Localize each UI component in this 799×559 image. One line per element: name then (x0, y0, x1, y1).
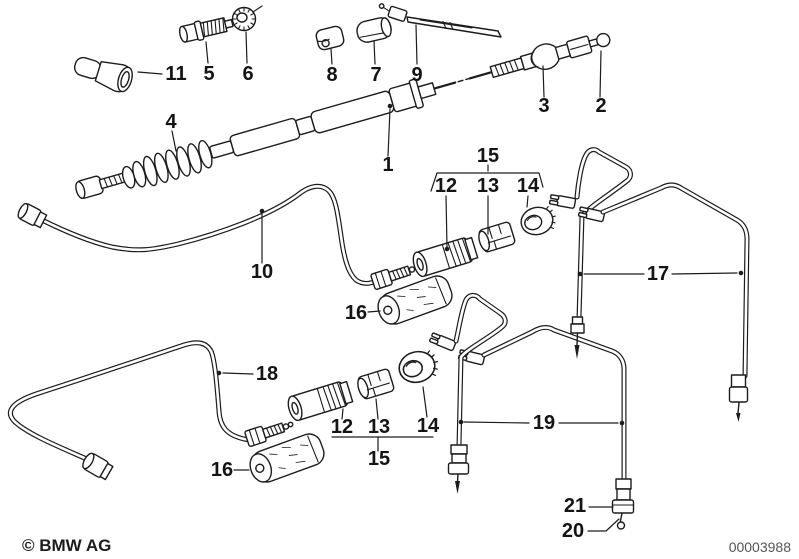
part-label-11: 11 (165, 63, 186, 85)
part-label-10: 10 (251, 261, 273, 283)
cable-17-left-connector (548, 193, 577, 210)
cable-19-left-connector (428, 331, 457, 352)
part-label-13-upper: 13 (477, 175, 499, 197)
cable-1-assembly (75, 32, 611, 199)
cable-19-left (428, 292, 508, 494)
cable-17-left (548, 147, 633, 334)
part-2-nipple-end (554, 32, 611, 60)
part-14-upper-ring-nut (517, 202, 560, 239)
part-20-ball-nipple (616, 512, 626, 530)
part-label-8: 8 (326, 64, 337, 86)
part-label-6: 6 (242, 63, 253, 85)
copyright-notice: © BMW AG (22, 536, 111, 555)
part-4-spring-assembly (75, 139, 213, 199)
part-label-3: 3 (538, 95, 549, 117)
image-number: 00003988 (729, 539, 792, 555)
part-label-13-lower: 13 (368, 416, 390, 438)
part-label-5: 5 (203, 63, 214, 85)
part-label-12-lower: 12 (331, 416, 353, 438)
part-label-21: 21 (564, 495, 586, 517)
part-11-rubber-boot (73, 56, 133, 93)
part-label-14-lower: 14 (417, 415, 440, 437)
part-6-knurled-nut (231, 5, 263, 32)
part-12-upper-barrel (409, 234, 479, 279)
part-label-18: 18 (256, 363, 278, 385)
part-label-2: 2 (595, 95, 606, 117)
part-7-sleeve (356, 17, 392, 43)
part-5-adjusting-screw (178, 17, 234, 43)
part-13-upper-sleeve (475, 220, 517, 254)
part-label-19: 19 (533, 412, 555, 434)
cable-1-threaded-end (489, 52, 537, 79)
part-label-20: 20 (562, 520, 584, 542)
part-9-cable-strap (378, 3, 502, 38)
part-label-14-upper: 14 (517, 175, 540, 197)
part-label-1: 1 (382, 154, 393, 176)
callout-leader-lines (137, 24, 744, 532)
cable-17-right (577, 182, 750, 422)
cable-17-left-wire-tip (574, 332, 580, 359)
cable-18 (7, 340, 296, 481)
part-label-15-upper: 15 (477, 145, 499, 167)
part-label-17: 17 (647, 263, 669, 285)
part-14-lower-ring-nut (394, 346, 443, 388)
part-label-15-lower: 15 (368, 448, 390, 470)
part-8-clamp (315, 25, 345, 51)
cable-10-end-cap (17, 202, 48, 229)
cable-10 (17, 183, 422, 291)
part-label-7: 7 (370, 64, 381, 86)
part-label-4: 4 (165, 111, 177, 133)
part-label-16-lower: 16 (211, 459, 233, 481)
part-21-adjuster (611, 478, 635, 514)
cable-1-sheath (209, 70, 495, 159)
part-label-9: 9 (411, 64, 422, 86)
part-label-16-upper: 16 (345, 302, 367, 324)
callout-labels: 11 5 6 8 7 9 3 2 1 4 10 15 12 13 14 16 1… (165, 63, 669, 542)
part-label-12-upper: 12 (435, 175, 457, 197)
cable-18-end-cap (82, 452, 114, 481)
part-13-lower-sleeve (354, 367, 396, 401)
